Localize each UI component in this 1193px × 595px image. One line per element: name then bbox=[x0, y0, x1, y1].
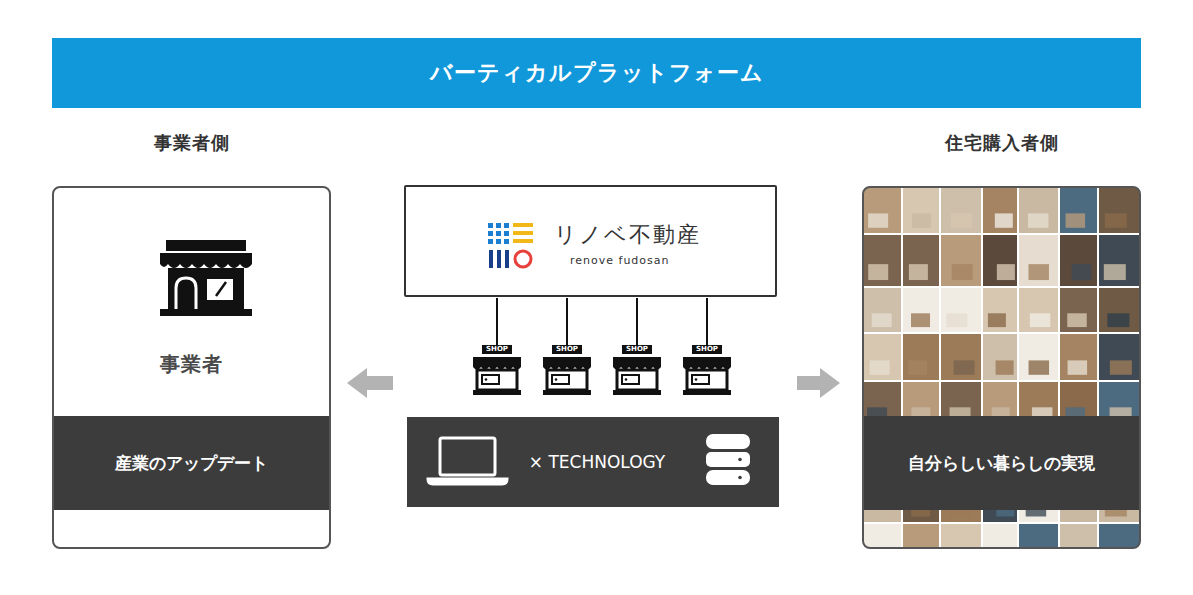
photo-tile bbox=[1099, 187, 1140, 233]
node-text: 自分らしい暮らしの実現 bbox=[864, 416, 1139, 510]
photo-detail bbox=[1072, 264, 1092, 280]
flow-arrow bbox=[797, 368, 840, 398]
photo-tile bbox=[983, 334, 1017, 380]
shop-sign: SHOP bbox=[482, 345, 512, 354]
photo-tile bbox=[1019, 288, 1058, 332]
photo-detail bbox=[1107, 313, 1129, 327]
node-text: 事業者側 bbox=[54, 130, 329, 156]
photo-tile bbox=[903, 187, 939, 233]
photo-tile bbox=[863, 235, 901, 286]
shop-wire bbox=[497, 298, 707, 345]
photo-detail bbox=[1030, 313, 1051, 327]
node-text: 事業者 bbox=[54, 351, 329, 377]
photo-detail bbox=[997, 264, 1015, 280]
database-icon bbox=[706, 434, 750, 485]
photo-tile bbox=[903, 235, 939, 286]
photo-tile bbox=[1099, 334, 1140, 380]
platform-box: リノベ不動産 renove fudosan bbox=[404, 185, 777, 297]
store-icon bbox=[160, 240, 252, 316]
buyer-panel: 住宅購入者側自分らしい暮らしの実現 bbox=[862, 186, 1141, 549]
photo-detail bbox=[946, 313, 967, 327]
node-text: × TECHNOLOGY bbox=[517, 417, 677, 507]
photo-detail bbox=[954, 360, 975, 374]
photo-tile bbox=[863, 288, 901, 332]
photo-tile bbox=[1060, 288, 1097, 332]
node-text: 住宅購入者側 bbox=[864, 130, 1139, 156]
photo-tile bbox=[1060, 235, 1097, 286]
photo-tile bbox=[1099, 288, 1140, 332]
shop-icon bbox=[473, 345, 521, 395]
photo-detail bbox=[1110, 360, 1132, 374]
photo-tile bbox=[1019, 334, 1058, 380]
shop-icon bbox=[613, 345, 661, 395]
photo-tile bbox=[941, 187, 981, 233]
photo-detail bbox=[909, 264, 928, 280]
photo-tile bbox=[903, 524, 939, 548]
photo-tile bbox=[983, 187, 1017, 233]
photo-tile bbox=[1019, 187, 1058, 233]
photo-tile bbox=[863, 524, 901, 548]
photo-detail bbox=[951, 213, 972, 227]
photo-detail bbox=[1068, 360, 1088, 374]
photo-tile bbox=[1099, 235, 1140, 286]
title-band: バーティカルプラットフォーム bbox=[52, 38, 1141, 108]
photo-tile bbox=[941, 334, 981, 380]
photo-tile bbox=[941, 288, 981, 332]
photo-detail bbox=[952, 264, 973, 280]
photo-tile bbox=[983, 235, 1017, 286]
photo-tile bbox=[1060, 524, 1097, 548]
photo-tile bbox=[903, 288, 939, 332]
photo-detail bbox=[911, 313, 930, 327]
photo-detail bbox=[1105, 213, 1127, 227]
photo-detail bbox=[1067, 313, 1087, 327]
shop-icon bbox=[543, 345, 591, 395]
photo-tile bbox=[1019, 235, 1058, 286]
photo-tile bbox=[941, 524, 981, 548]
node-text: 産業のアップデート bbox=[54, 416, 329, 510]
photo-tile bbox=[1060, 334, 1097, 380]
shop-icon bbox=[683, 345, 731, 395]
photo-detail bbox=[870, 360, 890, 374]
photo-detail bbox=[908, 360, 927, 374]
photo-detail bbox=[988, 313, 1006, 327]
photo-tile bbox=[941, 235, 981, 286]
photo-detail bbox=[872, 313, 892, 327]
node-text: リノベ不動産 bbox=[554, 221, 754, 249]
photo-tile bbox=[1099, 524, 1140, 548]
photo-tile bbox=[1019, 524, 1058, 548]
photo-detail bbox=[1028, 264, 1049, 280]
shop-sign: SHOP bbox=[692, 345, 722, 354]
node-text: renove fudosan bbox=[570, 253, 730, 269]
photo-detail bbox=[868, 213, 888, 227]
flow-arrow bbox=[347, 368, 393, 398]
photo-tile bbox=[983, 524, 1017, 548]
photo-tile bbox=[983, 288, 1017, 332]
photo-tile bbox=[863, 334, 901, 380]
node-text: バーティカルプラットフォーム bbox=[52, 38, 1141, 108]
photo-tile bbox=[903, 334, 939, 380]
shop-sign: SHOP bbox=[552, 345, 582, 354]
panel-band: 自分らしい暮らしの実現 bbox=[864, 416, 1139, 510]
laptop-icon bbox=[428, 438, 507, 484]
photo-detail bbox=[1104, 264, 1126, 280]
photo-detail bbox=[1028, 213, 1049, 227]
photo-detail bbox=[1066, 213, 1086, 227]
photo-detail bbox=[868, 264, 888, 280]
shop-sign: SHOP bbox=[622, 345, 652, 354]
brand-logo bbox=[488, 223, 533, 268]
panel-band: 産業のアップデート bbox=[54, 416, 329, 510]
photo-detail bbox=[912, 213, 931, 227]
photo-tile bbox=[863, 187, 901, 233]
photo-detail bbox=[1029, 360, 1050, 374]
photo-detail bbox=[996, 360, 1014, 374]
photo-tile bbox=[1060, 187, 1097, 233]
photo-detail bbox=[995, 213, 1013, 227]
